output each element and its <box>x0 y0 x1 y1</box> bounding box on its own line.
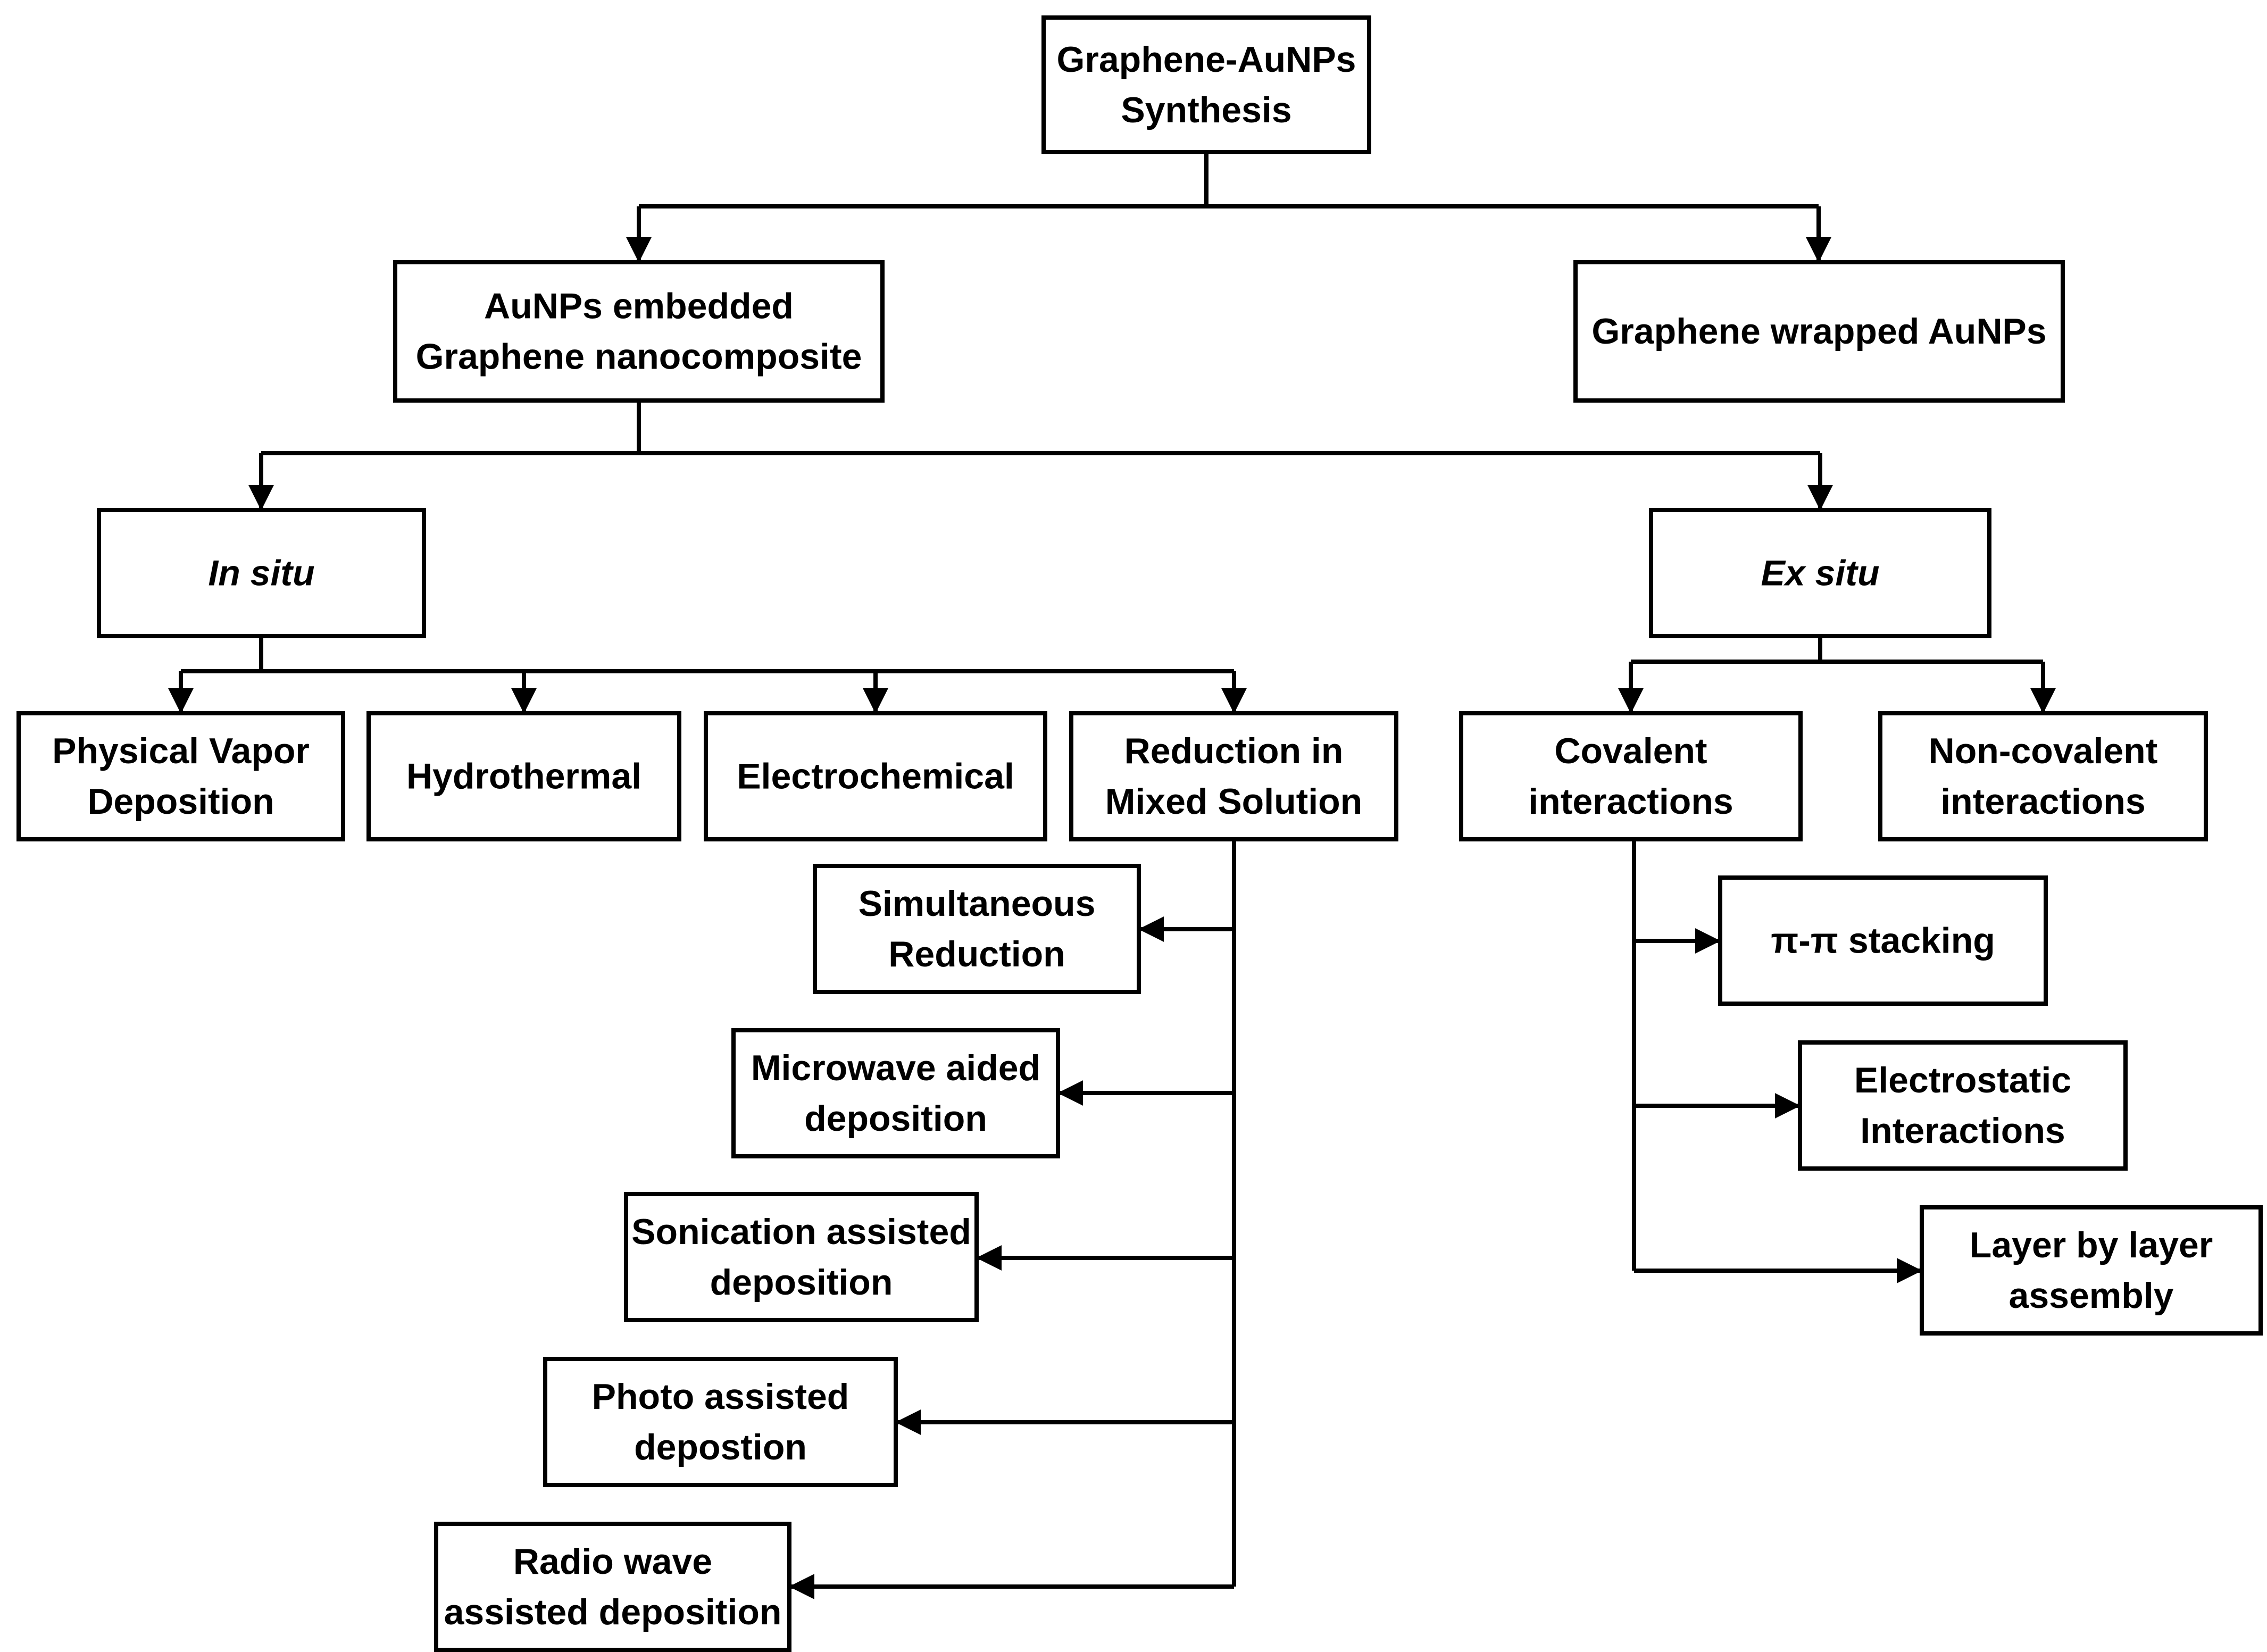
node-radio: Radio wave assisted deposition <box>434 1522 791 1652</box>
node-label-reduction-1: Reduction in <box>1124 731 1344 771</box>
node-box-ex-situ <box>1649 508 1991 638</box>
node-label-simultaneous-2: Reduction <box>888 934 1065 974</box>
node-label-reduction-2: Mixed Solution <box>1105 781 1363 822</box>
node-box-pvd <box>16 711 345 841</box>
node-label-embedded-2: Graphene nanocomposite <box>416 337 862 377</box>
connector-lines <box>168 152 2056 1599</box>
node-covalent: Covalent interactions <box>1459 711 1803 841</box>
node-box-sonication <box>624 1192 979 1322</box>
node-box-pi-stacking <box>1718 875 2048 1006</box>
node-box-in-situ <box>97 508 426 638</box>
node-hydrothermal: Hydrothermal <box>366 711 681 841</box>
node-label-pvd-1: Physical Vapor <box>52 731 310 771</box>
node-box-synthesis <box>1041 15 1371 154</box>
node-label-covalent-2: interactions <box>1528 781 1733 822</box>
node-sonication: Sonication assisted deposition <box>624 1192 979 1322</box>
node-box-covalent <box>1459 711 1803 841</box>
node-label-photo-2: depostion <box>634 1427 807 1467</box>
node-label-simultaneous-1: Simultaneous <box>859 883 1096 924</box>
node-label-layer-1: Layer by layer <box>1970 1225 2213 1265</box>
node-label-synthesis-2: Synthesis <box>1121 90 1291 130</box>
node-box-photo <box>543 1357 898 1487</box>
node-label-noncovalent-2: interactions <box>1940 781 2145 822</box>
node-label-pvd-2: Deposition <box>87 781 274 822</box>
node-label-microwave-1: Microwave aided <box>751 1048 1040 1088</box>
node-label-in-situ-1: In situ <box>208 553 314 594</box>
node-layer: Layer by layer assembly <box>1920 1205 2263 1336</box>
node-label-layer-2: assembly <box>2009 1275 2174 1316</box>
node-label-electrochemical-1: Electrochemical <box>737 756 1014 797</box>
node-label-pi-stacking-1: π-π stacking <box>1771 921 1995 961</box>
node-label-radio-1: Radio wave <box>513 1541 712 1582</box>
node-label-hydrothermal-1: Hydrothermal <box>406 756 641 797</box>
node-label-electrostatic-2: Interactions <box>1860 1111 2065 1151</box>
node-label-wrapped-1: Graphene wrapped AuNPs <box>1591 311 2046 352</box>
node-electrochemical: Electrochemical <box>704 711 1047 841</box>
node-label-noncovalent-1: Non-covalent <box>1929 731 2158 771</box>
node-box-simultaneous <box>813 864 1141 994</box>
node-reduction: Reduction in Mixed Solution <box>1069 711 1398 841</box>
node-label-photo-1: Photo assisted <box>592 1376 849 1417</box>
node-microwave: Microwave aided deposition <box>731 1028 1060 1158</box>
node-box-embedded <box>393 260 885 403</box>
node-photo: Photo assisted depostion <box>543 1357 898 1487</box>
node-in-situ: In situ <box>97 508 426 638</box>
node-ex-situ: Ex situ <box>1649 508 1991 638</box>
node-box-hydrothermal <box>366 711 681 841</box>
node-box-wrapped <box>1573 260 2065 403</box>
node-wrapped: Graphene wrapped AuNPs <box>1573 260 2065 403</box>
node-label-microwave-2: deposition <box>804 1098 987 1139</box>
node-noncovalent: Non-covalent interactions <box>1878 711 2208 841</box>
node-box-noncovalent <box>1878 711 2208 841</box>
node-box-reduction <box>1069 711 1398 841</box>
node-box-microwave <box>731 1028 1060 1158</box>
node-label-sonication-2: deposition <box>710 1262 893 1303</box>
node-box-radio <box>434 1522 791 1652</box>
node-label-embedded-1: AuNPs embedded <box>484 286 794 327</box>
node-label-ex-situ-1: Ex situ <box>1761 553 1880 594</box>
node-box-electrochemical <box>704 711 1047 841</box>
node-label-synthesis-1: Graphene-AuNPs <box>1057 39 1356 80</box>
node-pi-stacking: π-π stacking <box>1718 875 2048 1006</box>
node-box-layer <box>1920 1205 2263 1336</box>
node-label-electrostatic-1: Electrostatic <box>1854 1060 2071 1100</box>
node-label-sonication-1: Sonication assisted <box>631 1212 971 1252</box>
node-box-electrostatic <box>1798 1040 2128 1171</box>
node-label-radio-2: assisted deposition <box>444 1592 782 1632</box>
node-label-covalent-1: Covalent <box>1554 731 1707 771</box>
